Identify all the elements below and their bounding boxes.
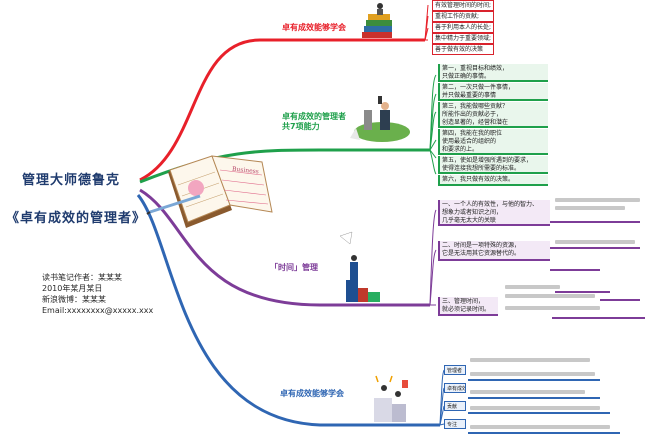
purple-item-line: 一、一个人的有效性，与他的智力、 xyxy=(442,201,539,208)
detail-text-placeholder xyxy=(470,390,585,394)
detail-text-placeholder xyxy=(470,406,600,410)
blue-item[interactable]: 卓有成效 xyxy=(444,383,466,393)
red-item[interactable]: 有效管理时间的时间; xyxy=(432,0,494,11)
green-item-line: 第二，一次只做一件事情， xyxy=(442,84,515,91)
green-item-line: 和要求的上。 xyxy=(442,146,479,153)
red-branch-label[interactable]: 卓有成效能够学会 xyxy=(282,23,346,32)
purple-item[interactable]: 一、一个人的有效性，与他的智力、 想象力或者知识之间， 几乎毫无太大的关联 xyxy=(438,200,550,226)
green-item[interactable]: 第五，使如是增强所遇到的要求， 使得连接我想所需要的标准。 xyxy=(438,156,548,174)
green-item-line: 创造显著的，经营和潜在 xyxy=(442,119,509,126)
red-item[interactable]: 善于做有效的决策 xyxy=(432,44,494,55)
red-item[interactable]: 集中精力于重要领域; xyxy=(432,33,494,44)
blue-item[interactable]: 贡献 xyxy=(444,401,466,411)
team-celebration-icon xyxy=(374,375,408,422)
purple-item[interactable]: 三、管理时间， 就必须记录时间。 xyxy=(438,297,498,316)
purple-item-line: 它是无法用其它资源替代的。 xyxy=(442,250,521,257)
green-branch-line xyxy=(139,148,430,184)
green-item[interactable]: 第三，我能做哪些贡献？ 所能作出的贡献必于， 创造显著的，经营和潜在 xyxy=(438,102,548,128)
author-line: 2010年某月某日 xyxy=(42,284,103,293)
detail-text-placeholder xyxy=(555,240,635,244)
purple-item-line: 二、时间是一项特殊的资源， xyxy=(442,242,521,249)
green-branch-label[interactable]: 卓有成效的管理者 共7项能力 xyxy=(282,112,346,131)
green-item-line: 使得连接我想所需要的标准。 xyxy=(442,165,521,172)
notebook-icon xyxy=(146,155,273,228)
main-title-line1: 管理大师德鲁克 xyxy=(22,173,121,188)
purple-branch-label[interactable]: 「时间」管理 xyxy=(270,263,318,272)
detail-text-placeholder xyxy=(555,198,640,202)
purple-branch-line xyxy=(139,188,430,307)
blue-branch-line xyxy=(136,194,440,427)
blue-item[interactable]: 管理者 xyxy=(444,365,466,375)
green-item-line: 只做正确的事情。 xyxy=(442,73,491,80)
green-item-line: 所能作出的贡献必于， xyxy=(442,111,503,118)
blue-branch-label[interactable]: 卓有成效能够学会 xyxy=(280,389,344,398)
author-line: 读书笔记作者：某某某 xyxy=(42,273,122,282)
red-item[interactable]: 善于利用本人的长处; xyxy=(432,22,494,33)
purple-item[interactable]: 二、时间是一项特殊的资源， 它是无法用其它资源替代的。 xyxy=(438,241,550,261)
green-item-line: 第一，重视目标和绩效， xyxy=(442,65,509,72)
detail-text-placeholder xyxy=(555,206,625,210)
green-item-line: 第五，使如是增强所遇到的要求， xyxy=(442,157,533,164)
author-line: 新浪微博：某某某 xyxy=(42,295,106,304)
green-item[interactable]: 第一，重视目标和绩效， 只做正确的事情。 xyxy=(438,64,548,82)
red-item[interactable]: 重视工作的贡献; xyxy=(432,11,494,22)
purple-item-line: 想象力或者知识之间， xyxy=(442,209,503,216)
main-title-line2: 《卓有成效的管理者》 xyxy=(6,211,147,226)
green-item-line: 第三，我能做哪些贡献？ xyxy=(442,103,509,110)
detail-text-placeholder xyxy=(505,294,595,298)
author-line: Email:xxxxxxxx@xxxxx.xxx xyxy=(42,306,154,315)
green-item[interactable]: 第二，一次只做一件事情， 并只做最重要的事情 xyxy=(438,83,548,101)
green-item-line: 使用最适合的组织的 xyxy=(442,138,497,145)
purple-item-line: 几乎毫无太大的关联 xyxy=(442,217,497,224)
blocks-climber-icon xyxy=(339,231,380,302)
detail-text-placeholder xyxy=(505,306,600,310)
purple-item-line: 就必须记录时间。 xyxy=(442,306,491,313)
detail-text-placeholder xyxy=(470,358,590,362)
purple-item-line: 三、管理时间， xyxy=(442,298,485,305)
green-item-line: 第六，我只做有效的决策。 xyxy=(442,176,515,183)
detail-text-placeholder xyxy=(505,285,560,289)
red-branch-line xyxy=(139,38,425,182)
books-reader-icon xyxy=(362,3,392,38)
blue-item[interactable]: 专注 xyxy=(444,419,466,429)
green-item-line: 第四，我能在我的职位 xyxy=(442,130,503,137)
author-info: 读书笔记作者：某某某 2010年某月某日 新浪微博：某某某 Email:xxxx… xyxy=(42,272,153,316)
detail-text-placeholder xyxy=(470,372,595,376)
detail-text-placeholder xyxy=(470,425,610,429)
businessman-icon xyxy=(350,96,410,142)
green-item[interactable]: 第四，我能在我的职位 使用最适合的组织的 和要求的上。 xyxy=(438,129,548,155)
green-item[interactable]: 第六，我只做有效的决策。 xyxy=(438,175,548,186)
green-item-line: 并只做最重要的事情 xyxy=(442,92,497,99)
